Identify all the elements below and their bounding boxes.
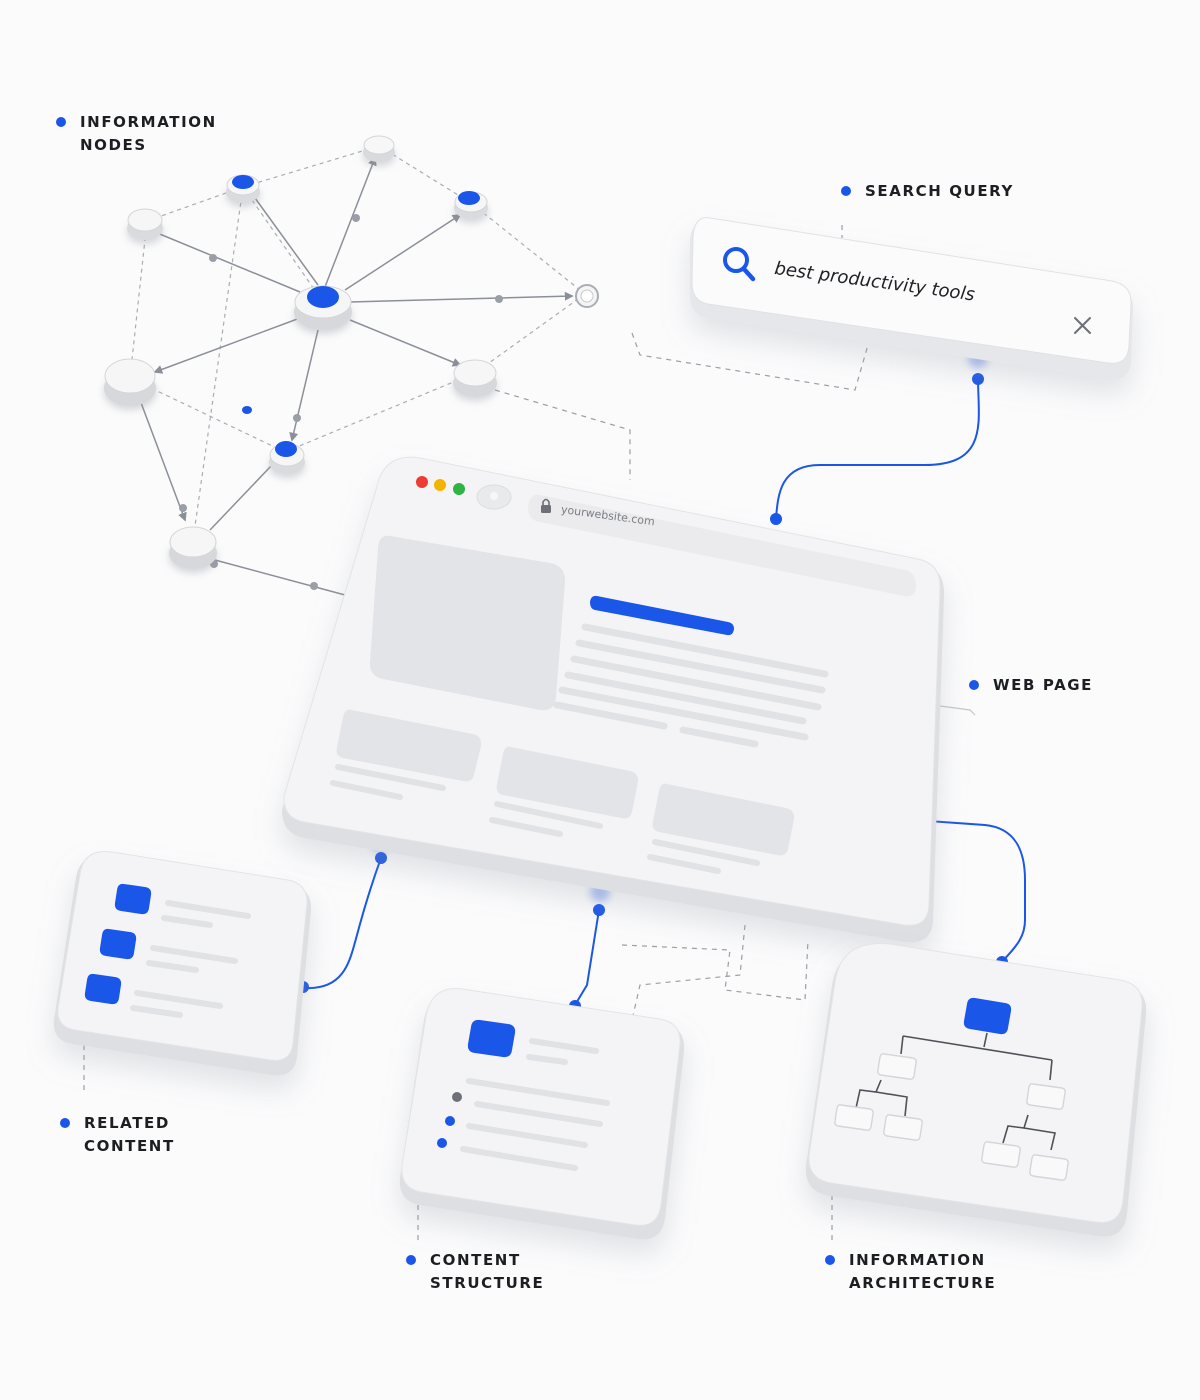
browser-window bbox=[282, 456, 945, 943]
label-information-architecture: INFORMATION ARCHITECTURE bbox=[825, 1249, 996, 1295]
label-dot bbox=[969, 680, 979, 690]
structure-lines bbox=[460, 1038, 610, 1171]
card-caption-lines bbox=[330, 764, 760, 874]
information-network bbox=[104, 135, 599, 596]
label-search-query: SEARCH QUERY bbox=[841, 180, 1014, 203]
related-item-lines bbox=[130, 900, 251, 1018]
lock-icon bbox=[541, 498, 551, 513]
node-right-blue bbox=[454, 191, 488, 219]
close-icon[interactable] bbox=[1074, 317, 1091, 334]
heading-bar bbox=[590, 595, 734, 636]
node-top-gray bbox=[363, 135, 395, 162]
card-placeholders bbox=[336, 709, 795, 856]
label-dot bbox=[406, 1255, 416, 1265]
content-structure-card bbox=[399, 988, 685, 1240]
root-node-icon bbox=[963, 997, 1012, 1035]
structure-bullets bbox=[437, 1092, 462, 1148]
node-lower-blue bbox=[269, 441, 305, 474]
label-dot bbox=[841, 186, 851, 196]
dashed-connectors bbox=[83, 225, 869, 1245]
node-mid-left-gray bbox=[104, 358, 156, 406]
search-bar[interactable] bbox=[690, 217, 1134, 380]
label-dot bbox=[825, 1255, 835, 1265]
structure-primary-icon bbox=[467, 1019, 516, 1058]
related-content-card bbox=[53, 850, 312, 1076]
node-bottom-gray bbox=[169, 526, 217, 569]
window-controls[interactable] bbox=[416, 476, 465, 495]
network-edge-joints bbox=[179, 214, 503, 590]
label-web-page: WEB PAGE bbox=[969, 674, 1093, 697]
label-content-structure: CONTENT STRUCTURE bbox=[406, 1249, 544, 1295]
search-icon[interactable] bbox=[723, 247, 756, 282]
maximize-window-dot bbox=[453, 483, 465, 495]
information-architecture-card bbox=[805, 942, 1147, 1237]
node-mid-right-gray bbox=[453, 359, 497, 397]
tab-button[interactable] bbox=[476, 484, 512, 510]
hierarchy-boxes bbox=[834, 1053, 1069, 1181]
node-left-gray bbox=[127, 208, 163, 240]
hero-image-placeholder bbox=[369, 535, 566, 711]
node-top-blue bbox=[226, 174, 260, 203]
label-dot bbox=[60, 1118, 70, 1128]
label-dot bbox=[56, 117, 66, 127]
close-window-dot bbox=[416, 476, 428, 488]
node-center-blue bbox=[294, 285, 352, 330]
minimize-window-dot bbox=[434, 479, 446, 491]
label-related-content: RELATED CONTENT bbox=[60, 1112, 175, 1158]
related-item-icons bbox=[84, 883, 152, 1005]
network-dashed-edges bbox=[129, 145, 586, 541]
node-small-blue-dot bbox=[242, 406, 252, 414]
network-solid-edges bbox=[139, 156, 574, 596]
hierarchy-lines bbox=[855, 1032, 1056, 1151]
node-ring bbox=[575, 284, 599, 308]
label-information-nodes: INFORMATION NODES bbox=[56, 111, 217, 157]
address-bar[interactable] bbox=[528, 494, 916, 597]
text-lines bbox=[553, 623, 829, 748]
